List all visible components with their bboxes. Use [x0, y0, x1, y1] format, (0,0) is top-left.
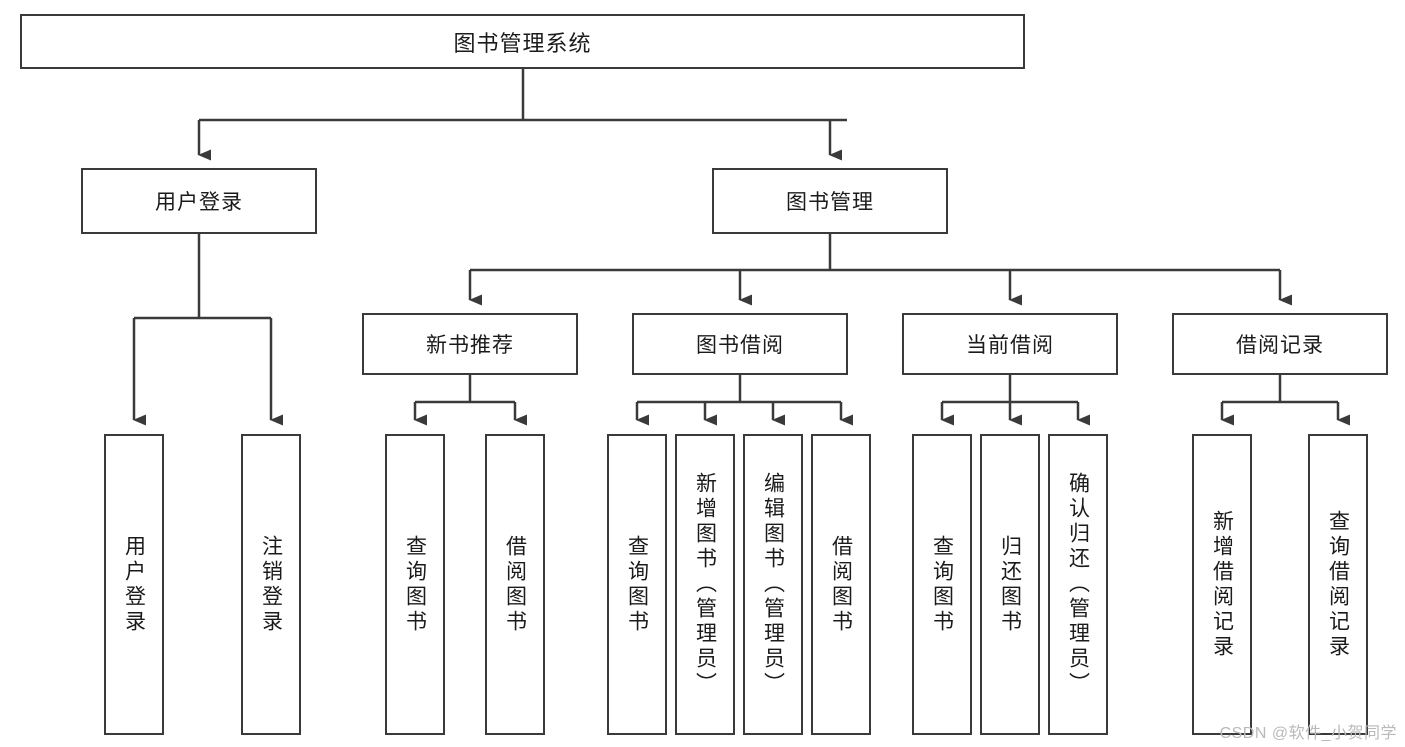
leaf-borrow-edit-book-label: 编辑图书（管理员） [761, 472, 785, 697]
node-book-borrow[interactable]: 图书借阅 [632, 313, 848, 375]
leaf-newbook-query-book-label: 查询图书 [403, 534, 427, 635]
leaf-record-query[interactable]: 查询借阅记录 [1308, 434, 1368, 735]
node-new-book-recommend-label: 新书推荐 [426, 334, 514, 357]
leaf-borrow-query-book-label: 查询图书 [625, 534, 649, 635]
node-new-book-recommend[interactable]: 新书推荐 [362, 313, 578, 375]
leaf-current-query-book[interactable]: 查询图书 [912, 434, 972, 735]
node-root-system[interactable]: 图书管理系统 [20, 14, 1025, 69]
node-current-borrow[interactable]: 当前借阅 [902, 313, 1118, 375]
node-book-borrow-label: 图书借阅 [696, 334, 784, 357]
leaf-borrow-borrow-book-label: 借阅图书 [829, 534, 853, 635]
leaf-logout-label: 注销登录 [259, 534, 283, 635]
leaf-current-confirm-return-label: 确认归还（管理员） [1066, 472, 1090, 697]
leaf-current-confirm-return[interactable]: 确认归还（管理员） [1048, 434, 1108, 735]
leaf-record-query-label: 查询借阅记录 [1326, 509, 1350, 660]
leaf-record-add-label: 新增借阅记录 [1210, 509, 1234, 660]
leaf-user-login[interactable]: 用户登录 [104, 434, 164, 735]
leaf-newbook-query-book[interactable]: 查询图书 [385, 434, 445, 735]
leaf-current-return-book-label: 归还图书 [998, 534, 1022, 635]
node-user-login[interactable]: 用户登录 [81, 168, 317, 234]
leaf-borrow-borrow-book[interactable]: 借阅图书 [811, 434, 871, 735]
leaf-borrow-query-book[interactable]: 查询图书 [607, 434, 667, 735]
node-borrow-record[interactable]: 借阅记录 [1172, 313, 1388, 375]
leaf-newbook-borrow-book[interactable]: 借阅图书 [485, 434, 545, 735]
leaf-newbook-borrow-book-label: 借阅图书 [503, 534, 527, 635]
node-root-label: 图书管理系统 [453, 30, 592, 56]
node-current-borrow-label: 当前借阅 [966, 334, 1054, 357]
leaf-borrow-add-book-label: 新增图书（管理员） [693, 472, 717, 697]
node-book-management[interactable]: 图书管理 [712, 168, 948, 234]
leaf-borrow-edit-book[interactable]: 编辑图书（管理员） [743, 434, 803, 735]
leaf-record-add[interactable]: 新增借阅记录 [1192, 434, 1252, 735]
node-book-management-label: 图书管理 [786, 191, 874, 214]
leaf-borrow-add-book[interactable]: 新增图书（管理员） [675, 434, 735, 735]
leaf-current-query-book-label: 查询图书 [930, 534, 954, 635]
leaf-current-return-book[interactable]: 归还图书 [980, 434, 1040, 735]
node-borrow-record-label: 借阅记录 [1236, 334, 1324, 357]
leaf-logout[interactable]: 注销登录 [241, 434, 301, 735]
watermark-text: CSDN @软件_小贺同学 [1219, 725, 1397, 742]
leaf-user-login-label: 用户登录 [122, 534, 146, 635]
node-user-login-label: 用户登录 [155, 191, 243, 214]
